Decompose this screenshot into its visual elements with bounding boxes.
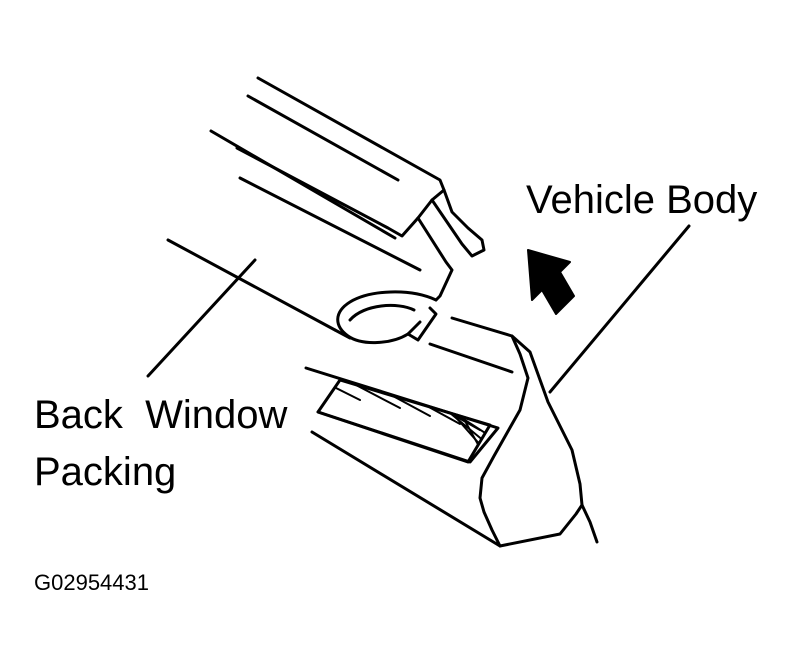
- packing-leader-line: [146, 258, 257, 378]
- vehicle-body-label: Vehicle Body: [526, 178, 758, 222]
- vehicle-body-panel: [304, 316, 599, 548]
- installation-arrow-icon: [527, 249, 575, 315]
- back-window-packing-label-line1: Back Window: [34, 393, 288, 437]
- back-window-packing: [166, 76, 486, 345]
- vehicle-body-leader-line: [548, 224, 691, 394]
- back-window-packing-label-line2: Packing: [34, 450, 177, 494]
- figure-code: G02954431: [34, 570, 149, 595]
